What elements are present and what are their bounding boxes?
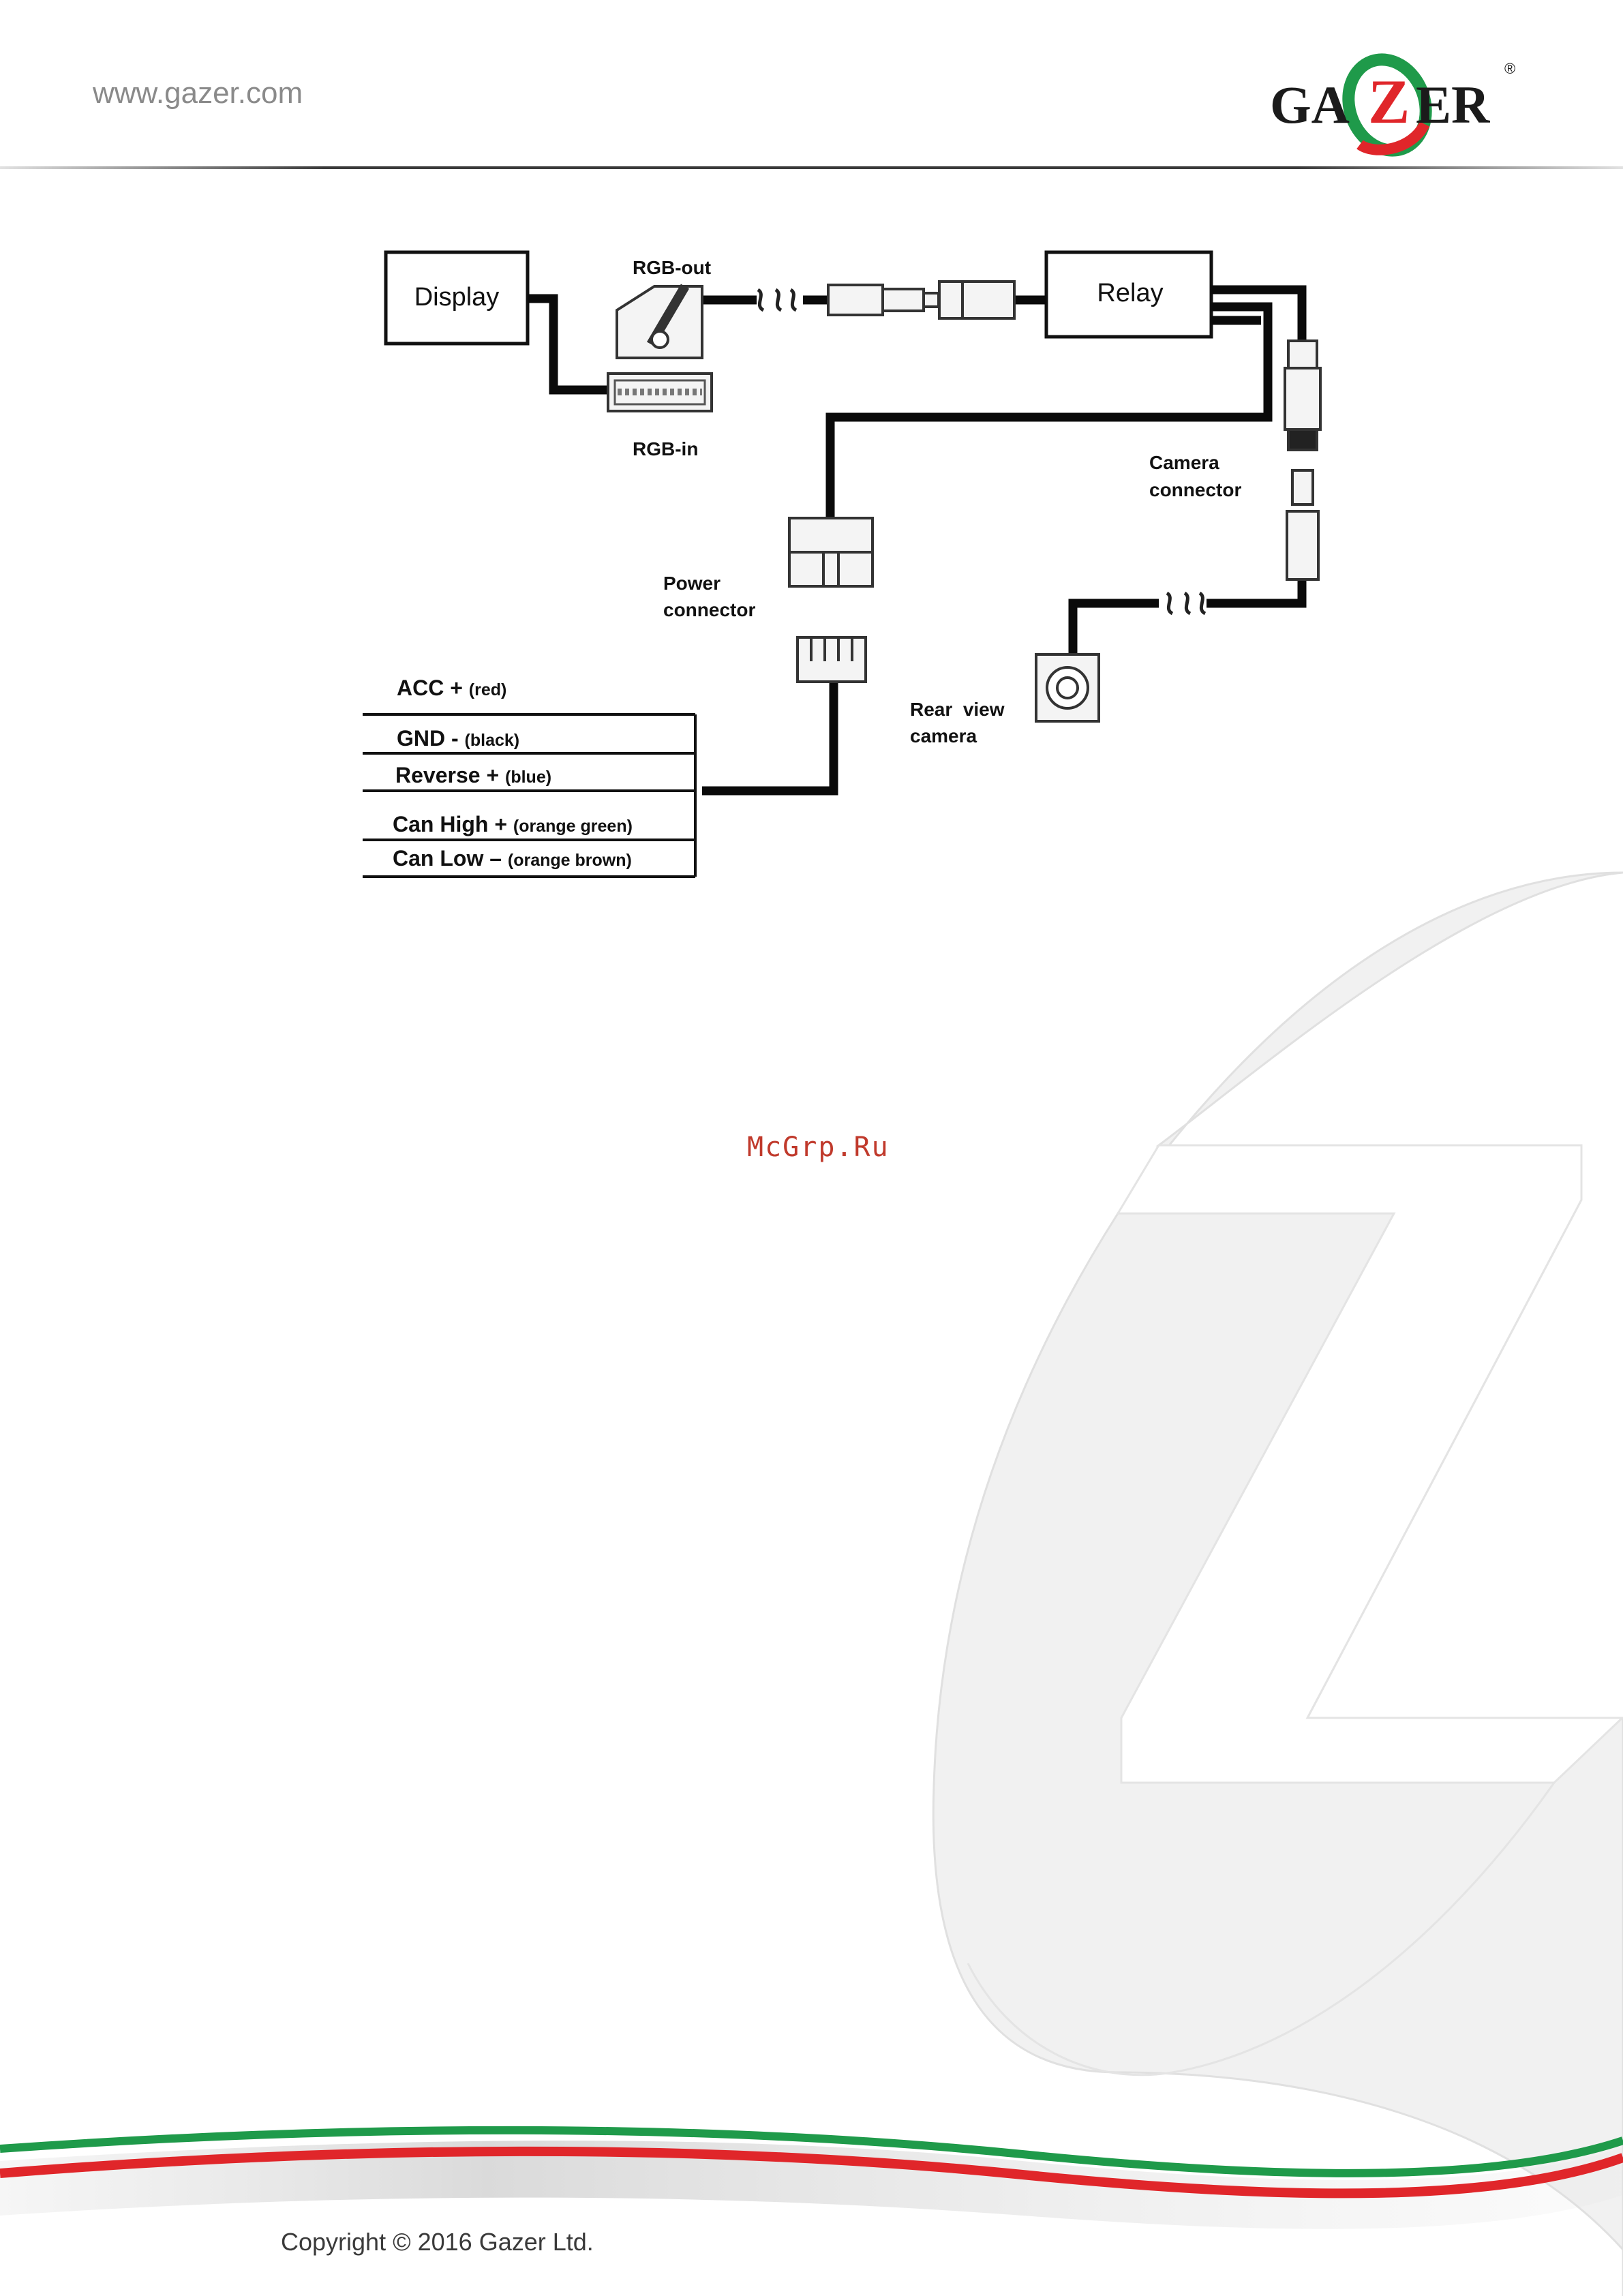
svg-text:Can Low – (orange brown): Can Low – (orange brown) [393, 846, 632, 871]
wire-label-acc: ACC + (red) [397, 676, 506, 700]
camera-connector-lower [1287, 470, 1318, 579]
relay-label: Relay [1097, 279, 1163, 307]
camera-connector-upper [1285, 341, 1320, 450]
rear-camera-label-line2: camera [910, 725, 977, 746]
display-label: Display [414, 283, 500, 312]
wire-gnd-color: (black) [465, 731, 520, 750]
inline-connector-female [939, 282, 1014, 318]
wire-can-low-color: (orange brown) [508, 851, 632, 870]
rear-camera-icon [1036, 654, 1099, 721]
copyright-text: Copyright © 2016 Gazer Ltd. [281, 2228, 594, 2256]
footer-swoosh [0, 2106, 1623, 2256]
svg-text:ACC + (red): ACC + (red) [397, 676, 506, 700]
power-connector-housing [789, 518, 873, 586]
wire-acc-color: (red) [469, 680, 507, 699]
camera-connector-label-line2: connector [1149, 479, 1241, 500]
power-connector-plug [798, 637, 866, 682]
power-connector-label-line1: Power [663, 573, 721, 594]
svg-text:GND - (black): GND - (black) [397, 726, 519, 751]
wire-acc-name: ACC + [397, 676, 463, 700]
mcgrp-watermark-link[interactable]: McGrp.Ru [747, 1132, 890, 1163]
rgb-in-connector [608, 374, 712, 411]
rear-camera-label-line1: Rear view [910, 699, 1005, 720]
rgb-out-connector [617, 286, 702, 358]
camera-connector-label-line1: Camera [1149, 452, 1219, 473]
svg-text:Reverse + (blue): Reverse + (blue) [395, 763, 551, 787]
power-connector-label-line2: connector [663, 599, 755, 620]
wire-label-can-high: Can High + (orange green) [393, 812, 633, 836]
wire-reverse-color: (blue) [505, 768, 551, 787]
rgb-in-label: RGB-in [633, 438, 698, 459]
wire-can-high-name: Can High + [393, 812, 507, 836]
wire-can-low-name: Can Low – [393, 846, 502, 871]
wire-reverse-name: Reverse + [395, 763, 499, 787]
svg-text:Can High + (orange green): Can High + (orange green) [393, 812, 633, 836]
wire-label-gnd: GND - (black) [397, 726, 519, 751]
rgb-out-label: RGB-out [633, 257, 711, 278]
wire-label-can-low: Can Low – (orange brown) [393, 846, 632, 871]
wire-label-reverse: Reverse + (blue) [395, 763, 551, 787]
wire-can-high-color: (orange green) [513, 817, 633, 836]
wire-gnd-name: GND - [397, 726, 459, 751]
inline-connector-male [828, 285, 939, 315]
